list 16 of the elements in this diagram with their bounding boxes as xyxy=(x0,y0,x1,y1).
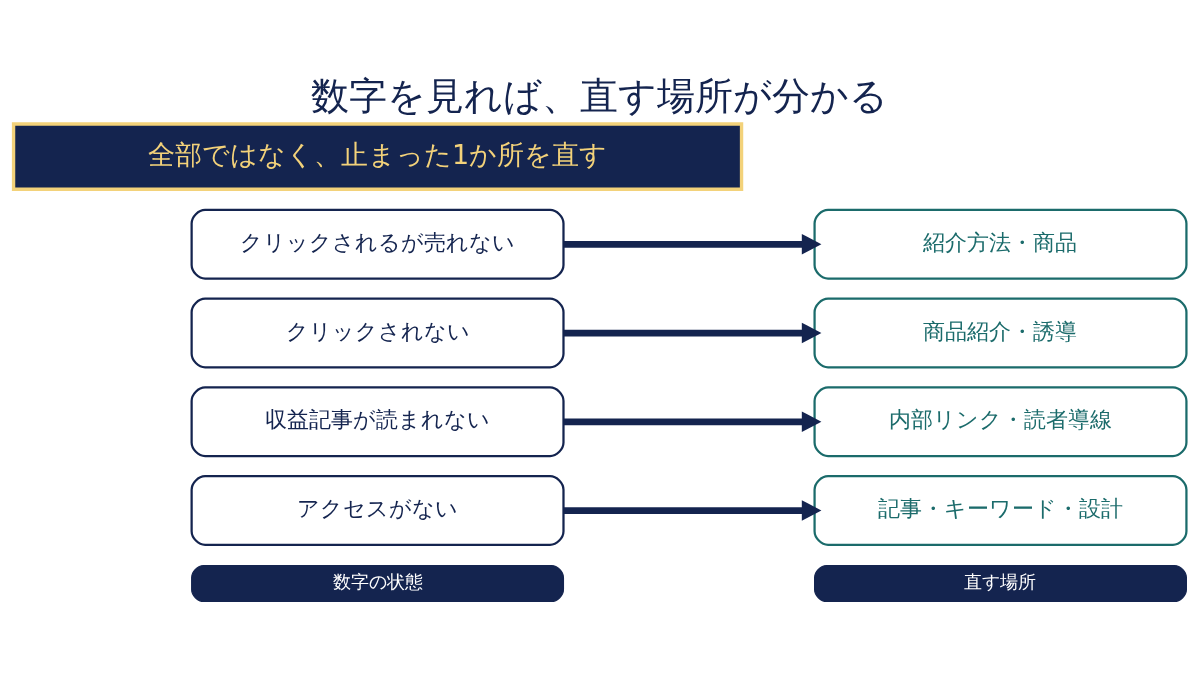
node-box: 収益記事が読まれない xyxy=(190,386,565,458)
node-box: 内部リンク・読者導線 xyxy=(813,386,1188,458)
node-box: アクセスがない xyxy=(190,475,565,546)
node-box: 直す場所 xyxy=(814,565,1187,603)
node-box: クリックされるが売れない xyxy=(190,208,565,280)
arrow xyxy=(563,411,822,433)
node-box: 全部ではなく、止まった1か所を直す xyxy=(11,122,744,191)
diagram-title: 数字を見れば、直す場所が分かる xyxy=(311,73,889,118)
arrow xyxy=(563,233,822,255)
node-box: クリックされない xyxy=(190,297,565,369)
node-box: 紹介方法・商品 xyxy=(813,208,1188,280)
node-box: 数字の状態 xyxy=(191,565,565,603)
arrow xyxy=(563,500,822,521)
node-box: 商品紹介・誘導 xyxy=(813,297,1188,369)
node-box: 記事・キーワード・設計 xyxy=(813,475,1188,546)
arrow xyxy=(563,322,822,344)
